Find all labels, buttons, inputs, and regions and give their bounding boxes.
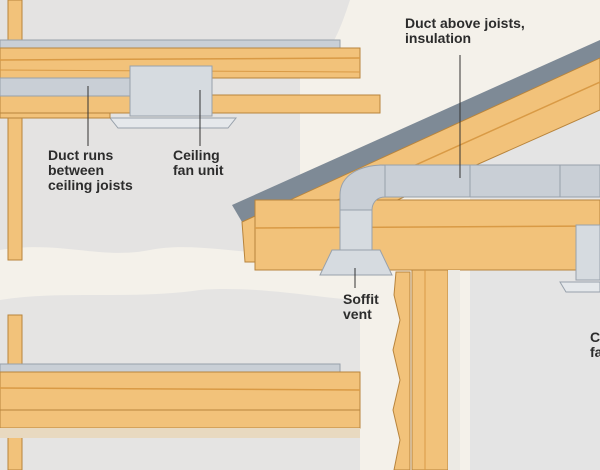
soffit-vent-hood	[319, 249, 393, 276]
interior-wall-right	[448, 270, 460, 470]
joist-bottom-grain	[0, 387, 361, 391]
ceiling-line-left	[0, 112, 111, 119]
ceiling-fan-box	[129, 65, 213, 117]
fan-unit-right	[575, 224, 600, 281]
label-ceiling-fan-unit: Ceiling fan unit	[173, 147, 224, 178]
fan-grille-right	[559, 281, 600, 293]
ceiling-drywall-bottom	[0, 363, 341, 373]
duct-above-joists	[379, 164, 600, 198]
siding	[392, 271, 411, 470]
joist-grain-1	[0, 57, 361, 61]
roof-deck	[232, 40, 600, 222]
joist-bottom	[0, 371, 361, 411]
label-duct-above-joists: Duct above joists, insulation	[405, 15, 525, 46]
duct-drop	[339, 209, 373, 251]
duct-between-joists	[0, 77, 131, 97]
label-duct-runs: Duct runs between ceiling joists	[48, 147, 133, 193]
joist-right-grain	[254, 225, 600, 229]
ceiling-drywall-top	[0, 39, 341, 49]
label-cropped-right: C fa	[590, 329, 600, 360]
ceiling-joist-right	[254, 199, 600, 271]
joist-bottom-lower	[0, 409, 361, 429]
wall-post-right	[411, 269, 449, 470]
ceiling-bottom-line	[0, 428, 360, 438]
wall-post-top-left	[7, 0, 23, 261]
ceiling-fan-grille	[108, 117, 238, 129]
label-soffit-vent: Soffit vent	[343, 291, 379, 322]
